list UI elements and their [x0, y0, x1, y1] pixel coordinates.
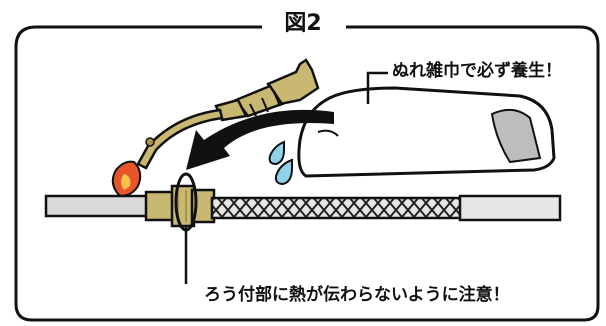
pipe: [44, 194, 152, 218]
wet-towel-label: ぬれ雑巾で必ず養生！: [392, 61, 562, 81]
gas-torch: [136, 58, 320, 170]
figure-title: 図2: [266, 13, 340, 35]
brass-fitting: [144, 184, 216, 228]
figure-frame: [14, 25, 600, 322]
hose-end: [458, 194, 562, 222]
towel-pointer-line: [366, 71, 388, 104]
braided-hose: [210, 196, 464, 220]
water-drop-icon: [274, 158, 293, 186]
water-drop-icon: [268, 140, 285, 166]
curved-arrow-icon: [186, 109, 334, 170]
wet-towel: [297, 86, 556, 178]
flame-icon: [111, 160, 142, 198]
brazing-caution-label: ろう付部に熱が伝わらないように注意！: [204, 285, 510, 305]
